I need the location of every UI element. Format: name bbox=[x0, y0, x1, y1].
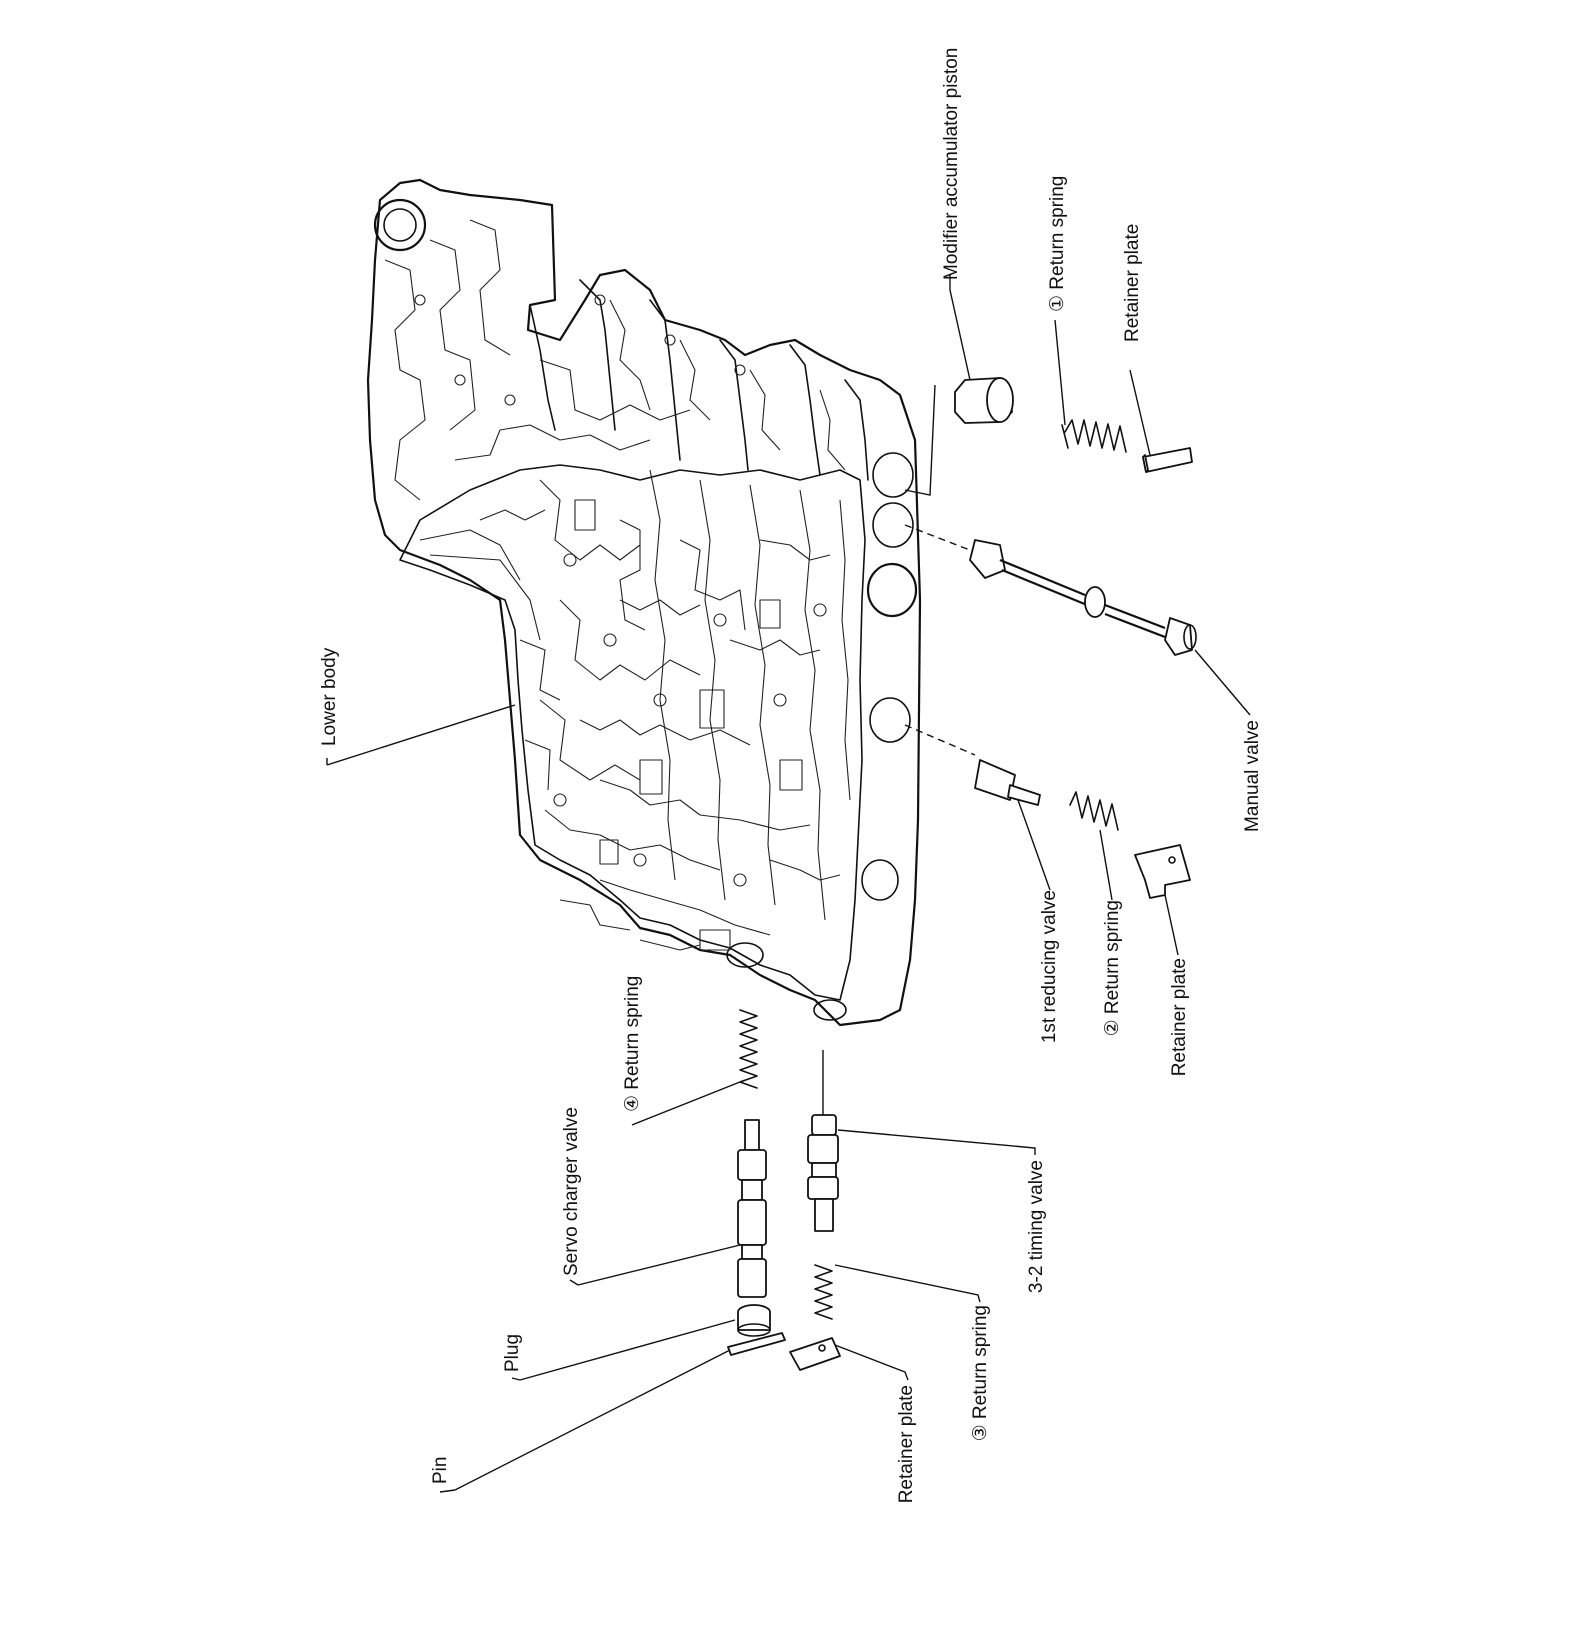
retainer-plate-top-part bbox=[1142, 447, 1193, 473]
first-reducing-valve-part bbox=[904, 724, 1041, 806]
labels: Modifier accumulator piston ① Return spr… bbox=[319, 48, 1263, 1504]
lower-body-casting bbox=[366, 178, 922, 1027]
label-servo-charger-valve: Servo charger valve bbox=[561, 1107, 582, 1276]
label-manual-valve: Manual valve bbox=[1242, 720, 1263, 832]
label-pin: Pin bbox=[430, 1457, 451, 1484]
modifier-accumulator-piston-part bbox=[954, 377, 1014, 424]
label-modifier-accumulator-piston: Modifier accumulator piston bbox=[941, 48, 962, 280]
return-spring-3-part bbox=[814, 1264, 833, 1320]
pin-part bbox=[727, 1332, 786, 1356]
return-spring-4-part bbox=[739, 1009, 758, 1089]
label-retainer-plate-bottom: Retainer plate bbox=[896, 1385, 917, 1503]
oil-passage-channels bbox=[384, 219, 851, 951]
label-lower-body: Lower body bbox=[319, 647, 340, 746]
return-spring-1-part bbox=[1061, 419, 1127, 453]
leader-lines bbox=[326, 275, 1251, 1493]
retainer-plate-bottom-part bbox=[789, 1337, 841, 1371]
return-spring-2-part bbox=[1069, 791, 1119, 831]
servo-charger-valve-part bbox=[737, 1119, 767, 1298]
label-plug: Plug bbox=[502, 1334, 523, 1372]
label-return-spring-4: ④ Return spring bbox=[622, 976, 643, 1112]
label-return-spring-3: ③ Return spring bbox=[970, 1305, 991, 1441]
label-first-reducing-valve: 1st reducing valve bbox=[1039, 890, 1060, 1043]
manual-valve-part bbox=[904, 524, 1197, 656]
label-retainer-plate-right: Retainer plate bbox=[1169, 958, 1190, 1076]
label-return-spring-1: ① Return spring bbox=[1047, 176, 1068, 312]
label-return-spring-2: ② Return spring bbox=[1102, 900, 1123, 1036]
label-retainer-plate-top: Retainer plate bbox=[1122, 224, 1143, 342]
label-timing-valve-3-2: 3-2 timing valve bbox=[1026, 1160, 1047, 1293]
timing-valve-3-2-part bbox=[807, 1050, 839, 1232]
plug-part bbox=[737, 1304, 771, 1337]
retainer-plate-right-part bbox=[1134, 844, 1191, 899]
